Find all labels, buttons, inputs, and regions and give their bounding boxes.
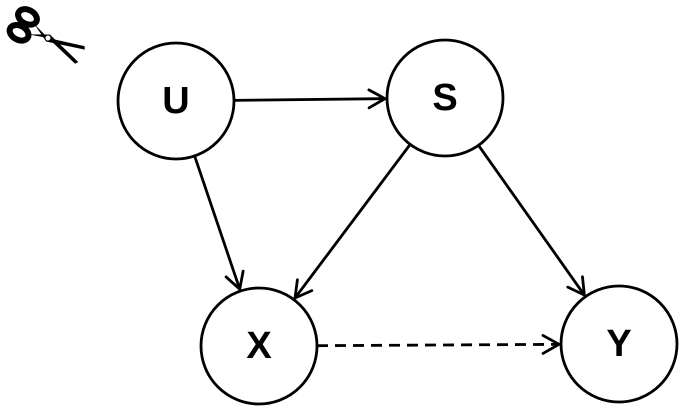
node-x: X bbox=[199, 286, 319, 406]
edge-u-x bbox=[193, 155, 245, 291]
edge-line bbox=[316, 342, 558, 348]
arrowhead bbox=[293, 278, 314, 300]
arrowhead bbox=[224, 269, 245, 291]
edge-line bbox=[193, 155, 241, 288]
node-label: X bbox=[246, 325, 272, 367]
node-circle bbox=[385, 38, 505, 158]
node-u: U bbox=[116, 41, 236, 161]
edge-line bbox=[295, 143, 412, 298]
node-label: S bbox=[432, 77, 457, 119]
edge-s-x bbox=[293, 143, 412, 300]
edge-s-y bbox=[477, 144, 586, 297]
node-y: Y bbox=[559, 284, 679, 404]
arrowhead bbox=[367, 88, 387, 110]
node-circle bbox=[559, 284, 679, 404]
node-s: S bbox=[385, 38, 505, 158]
edge-u-s bbox=[233, 88, 387, 110]
arrowhead bbox=[566, 275, 586, 297]
edge-x-y bbox=[316, 334, 561, 355]
scissors-icon bbox=[6, 6, 85, 64]
node-label: U bbox=[162, 80, 189, 122]
node-circle bbox=[116, 41, 236, 161]
edge-line bbox=[233, 97, 384, 102]
arrowhead bbox=[541, 334, 561, 355]
node-circle bbox=[199, 286, 319, 406]
edges bbox=[193, 88, 586, 355]
nodes: U S X Y bbox=[116, 38, 679, 406]
node-label: Y bbox=[606, 323, 631, 365]
edge-line bbox=[477, 144, 585, 295]
